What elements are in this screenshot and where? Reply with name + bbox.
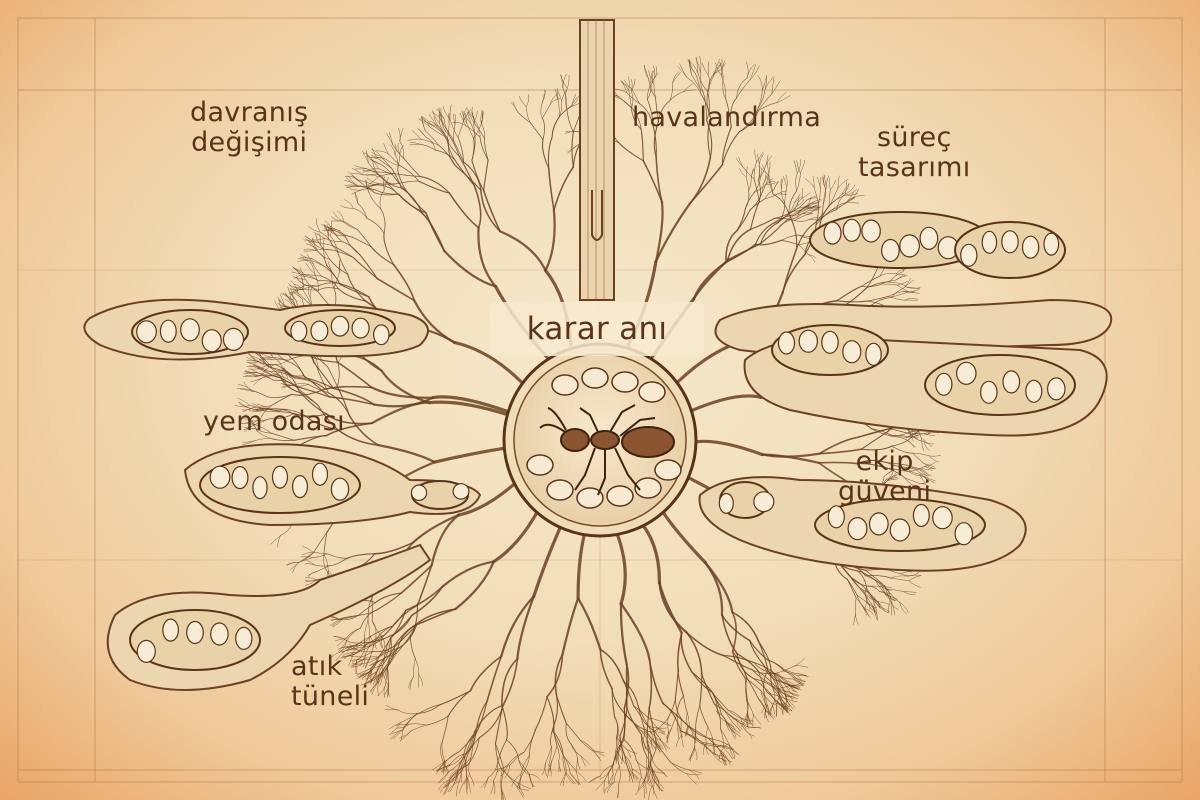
ventilation-shaft: [579, 19, 615, 301]
label-karar-ani: karar anı: [526, 311, 668, 347]
label-line: davranış: [190, 97, 309, 128]
ant-figure: [539, 404, 675, 496]
label-line: güveni: [838, 476, 932, 507]
label-line: süreç: [876, 122, 952, 153]
label-ekip-guveni: ekip güveni: [838, 447, 931, 507]
label-line: atık: [291, 651, 343, 682]
chambers: [129, 211, 1076, 671]
label-line: tüneli: [291, 681, 370, 712]
central-chamber: [502, 342, 698, 538]
label-atik-tuneli: atık tüneli: [291, 652, 369, 712]
label-havalandirma: havalandırma: [632, 102, 822, 133]
label-line: ekip: [855, 446, 914, 477]
label-line: değişimi: [191, 127, 308, 158]
label-surec-tasarimi: süreç tasarımı: [858, 123, 971, 183]
label-line: tasarımı: [858, 152, 971, 183]
karar-label-backdrop: [490, 302, 704, 356]
label-yem-odasi: yem odası: [203, 406, 345, 437]
label-davranis-degisimi: davranış değişimi: [190, 98, 308, 158]
